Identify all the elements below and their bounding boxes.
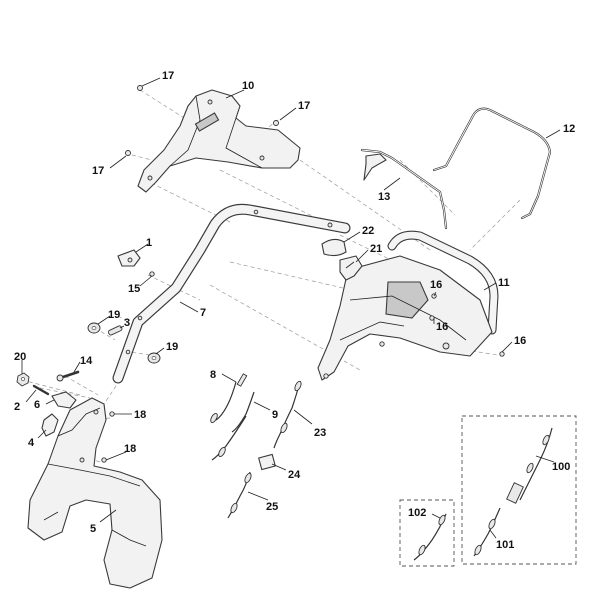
part-1-clip [117,249,141,267]
callout-16-right: 16 [514,335,526,347]
callout-21: 21 [370,243,382,255]
part-15-screw [149,271,155,277]
kit-box-102 [399,499,455,567]
callout-17-top: 17 [162,70,174,82]
part-4-cam-knob [41,413,59,437]
callout-24: 24 [288,469,301,481]
callout-22: 22 [362,225,374,237]
part-25-cable [227,471,252,519]
callout-25: 25 [266,501,278,513]
callout-17-right: 17 [298,100,310,112]
part-12-operator-bail [432,107,552,220]
part-10-handle-cover [137,89,301,193]
callout-7: 7 [200,307,206,319]
callout-19-right: 19 [166,341,178,353]
callout-5: 5 [90,523,96,535]
callout-16-middle: 16 [436,321,448,333]
callout-101: 101 [496,539,514,551]
part-24-sleeve [258,453,276,471]
callout-1: 1 [146,237,152,249]
callout-4: 4 [28,437,35,449]
part-20-nut [16,372,30,387]
part-19-washers [87,322,161,364]
callout-15: 15 [128,283,140,295]
callout-14: 14 [80,355,93,367]
callout-17-left: 17 [92,165,104,177]
callout-20: 20 [14,351,26,363]
part-2-pin [32,384,50,396]
callout-23: 23 [314,427,326,439]
part-22-knob [321,238,347,257]
callout-9: 9 [272,409,278,421]
callout-8: 8 [210,369,216,381]
callout-11: 11 [498,277,510,289]
callout-13: 13 [378,191,390,203]
callout-100: 100 [552,461,570,473]
part-3-spacer [108,325,123,336]
part-17-screws [125,85,279,156]
part-13-control-bail [360,148,448,230]
callout-12: 12 [563,123,575,135]
callout-102: 102 [408,507,426,519]
part-7-handle-tube [112,203,351,384]
callout-leaders [21,77,561,539]
callout-16-upper: 16 [430,279,442,291]
callout-3: 3 [124,317,130,329]
callout-2: 2 [14,401,20,413]
part-5-lower-bracket [27,397,163,589]
part-11-upper-handle [317,230,499,381]
callout-6: 6 [34,399,40,411]
part-23-cable [273,380,302,449]
kit-box-100-101 [461,415,577,565]
callout-10: 10 [242,80,254,92]
callout-19-left: 19 [108,309,120,321]
part-14-bolt [56,370,80,382]
part-6-lever [51,391,77,409]
callout-18-upper: 18 [134,409,146,421]
part-8-9-cables [210,373,255,461]
callout-labels: 17 10 17 17 12 13 22 21 1 15 7 11 16 16 … [14,70,575,551]
callout-18-lower: 18 [124,443,136,455]
